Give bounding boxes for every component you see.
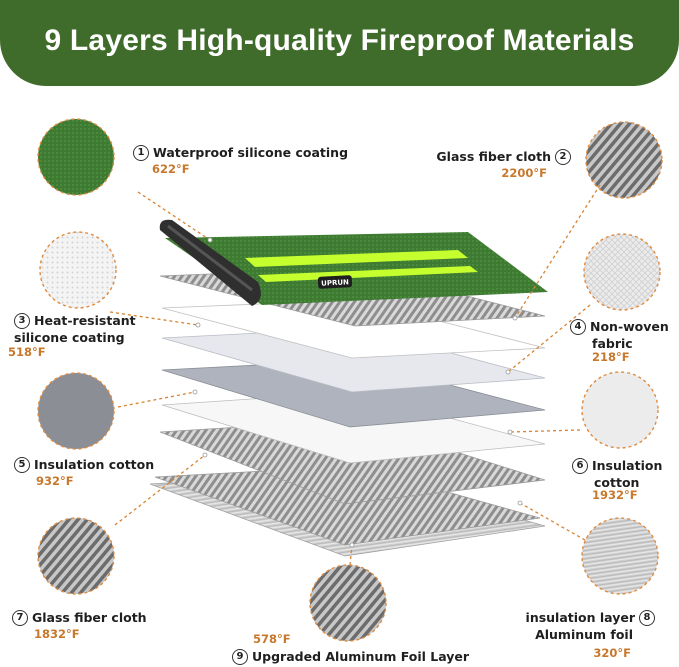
layer-6-name-line1: Insulation (592, 458, 663, 473)
neon-stripe (245, 250, 468, 267)
sample-brushed-foil (581, 517, 659, 595)
svg-text:UPRUN: UPRUN (321, 278, 349, 287)
layer-7-temp: 1832°F (34, 627, 80, 641)
page-title: 9 Layers High-quality Fireproof Material… (44, 24, 635, 57)
layer-8-name-line2: Aluminum foil (535, 626, 633, 642)
layer-1-name: Waterproof silicone coating (153, 145, 349, 160)
layer-9-label: 9 Upgraded Aluminum Foil Layer (232, 648, 470, 666)
layer-7-number: 7 (12, 609, 28, 626)
layer-4-name-line2: fabric (592, 335, 633, 351)
layer-5-label: 5 Insulation cotton (14, 456, 155, 474)
layer-5-number: 5 (14, 456, 30, 473)
layer-6-temp: 1932°F (592, 488, 638, 502)
layer-2-label: Glass fiber cloth 2 (436, 148, 571, 166)
layer-1-number: 1 (133, 144, 149, 161)
layer-4-label: 4 Non-woven fabric (570, 318, 669, 351)
sample-white-mesh (39, 231, 117, 309)
layer-2-name: Glass fiber cloth (436, 149, 551, 164)
layer-3-name-line1: Heat-resistant (34, 313, 136, 328)
layer-stack: UPRUN (149, 219, 548, 557)
layer-8-temp: 320°F (593, 646, 631, 660)
layer-6-number: 6 (572, 457, 588, 474)
layer-8-label: insulation layer 8 Aluminum foil (525, 609, 655, 642)
layer-3-label: 3 Heat-resistant silicone coating (14, 312, 136, 345)
sample-non-woven (583, 233, 661, 311)
rolled-corner (159, 219, 261, 306)
layer-5-temp: 932°F (36, 474, 74, 488)
layer-5-name: Insulation cotton (34, 457, 155, 472)
sample-glass-fiber-2 (37, 517, 115, 595)
sample-glass-fiber (585, 121, 663, 199)
layer-3-temp: 518°F (8, 345, 46, 359)
sample-circles (37, 118, 663, 642)
layer-7-label: 7 Glass fiber cloth (12, 609, 147, 627)
layer-8-name-line1: insulation layer (525, 610, 635, 625)
layer-3-name-line2: silicone coating (14, 329, 125, 345)
layer-9-name: Upgraded Aluminum Foil Layer (252, 649, 470, 664)
sample-green-fabric (37, 118, 115, 196)
layer-3-number: 3 (14, 312, 30, 329)
sample-white-cotton (581, 371, 659, 449)
layer-4-name-line1: Non-woven (590, 319, 669, 334)
leader-dots (192, 237, 523, 548)
sample-gray-cotton (37, 372, 115, 450)
layer-1-label: 1 Waterproof silicone coating (133, 144, 349, 162)
neon-stripe-2 (258, 266, 478, 282)
layer-6-name-line2: cotton (594, 474, 640, 490)
brand-tag (317, 275, 353, 289)
sample-foil-layer (309, 564, 387, 642)
leader-lines (109, 184, 601, 566)
layer-9-temp: 578°F (253, 632, 291, 646)
layer-8-number: 8 (639, 609, 655, 626)
layer-2-temp: 2200°F (501, 166, 547, 180)
title-banner (0, 0, 679, 86)
layer-7-name: Glass fiber cloth (32, 610, 147, 625)
layer-4-temp: 218°F (592, 350, 630, 364)
layer-4-number: 4 (570, 318, 586, 335)
layer-9-number: 9 (232, 648, 248, 665)
layer-1-temp: 622°F (152, 162, 190, 176)
layer-6-label: 6 Insulation cotton (572, 457, 663, 490)
layer-2-number: 2 (555, 148, 571, 165)
